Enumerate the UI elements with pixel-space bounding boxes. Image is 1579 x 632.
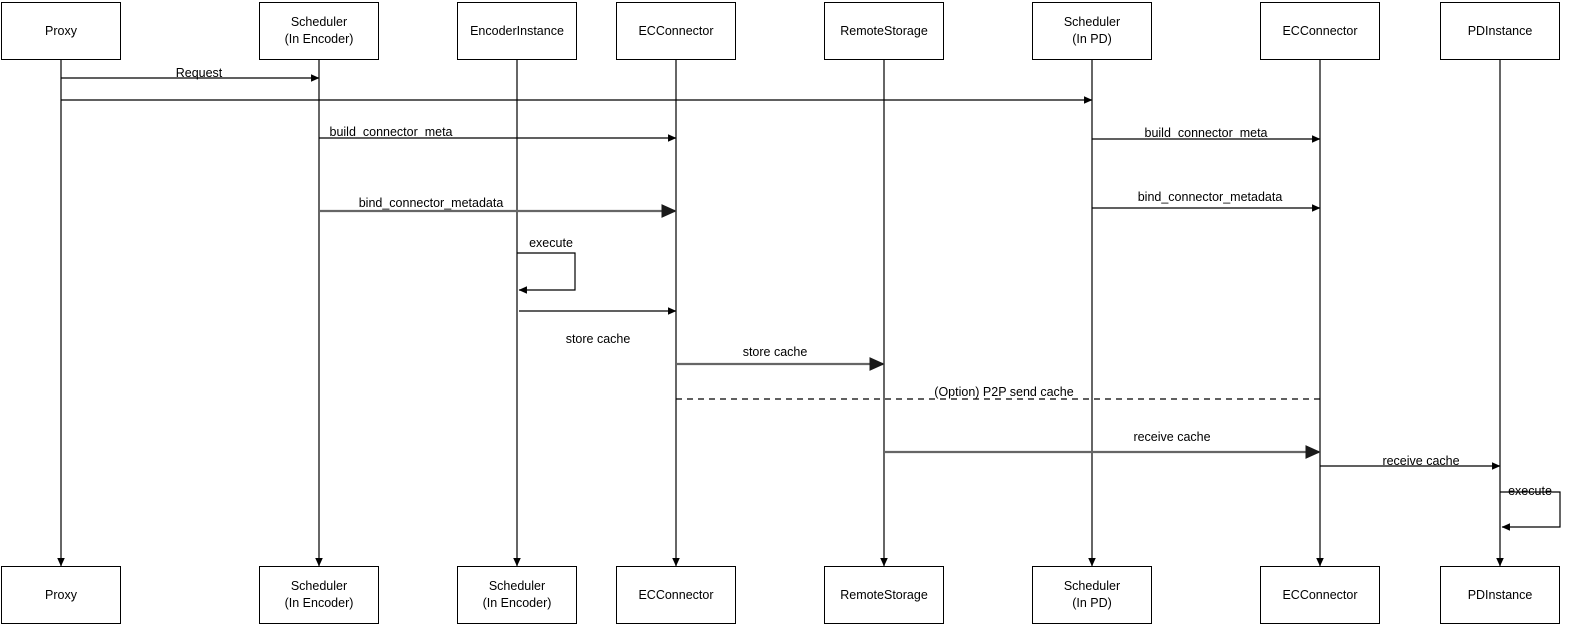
participant-label-line1: RemoteStorage (840, 23, 928, 38)
message-label-m11: receive cache (1382, 454, 1460, 468)
message-label-m5: bind_connector_metadata (358, 196, 504, 210)
participant-label-line1: Scheduler (290, 15, 348, 30)
participant-box-pd_inst-bottom: PDInstance (1440, 566, 1560, 624)
message-label-m6: bind_connector_metadata (1137, 190, 1283, 204)
participant-label-line1: ECConnector (638, 23, 714, 38)
participant-label-line1: ECConnector (1282, 587, 1358, 602)
participant-label-line2: (In Encoder) (284, 596, 354, 610)
self-message-label-s2: execute (1508, 484, 1552, 498)
participant-box-sched_pd-top: Scheduler (In PD) (1032, 2, 1152, 60)
participant-label-line2: (In PD) (1072, 596, 1112, 610)
participant-box-sched_enc-bottom: Scheduler (In Encoder) (259, 566, 379, 624)
participant-label-line1: PDInstance (1467, 23, 1533, 38)
participant-box-ecc_right-top: ECConnector (1260, 2, 1380, 60)
message-label-m3: build_connector_meta (329, 125, 453, 139)
self-message-label-s1: execute (529, 236, 573, 250)
participant-box-ecc_left-top: ECConnector (616, 2, 736, 60)
participant-label-line1: PDInstance (1467, 587, 1533, 602)
self-messages-layer (517, 252, 1561, 531)
participant-box-sched_pd-bottom: Scheduler (In PD) (1032, 566, 1152, 624)
participant-label-line1: EncoderInstance (470, 23, 564, 38)
self-message-loop-s1 (517, 252, 576, 294)
participant-box-remote-bottom: RemoteStorage (824, 566, 944, 624)
participant-label-line1: ECConnector (1282, 23, 1358, 38)
participant-box-sched_enc-top: Scheduler (In Encoder) (259, 2, 379, 60)
participant-label-line1: Scheduler (488, 579, 546, 594)
message-label-m8: store cache (742, 345, 808, 359)
participant-box-encoder_inst-bottom: Scheduler (In Encoder) (457, 566, 577, 624)
messages-layer (61, 74, 1501, 470)
participant-box-ecc_left-bottom: ECConnector (616, 566, 736, 624)
participant-box-proxy-bottom: Proxy (1, 566, 121, 624)
participant-label-line1: Scheduler (1063, 15, 1121, 30)
participant-label-line1: RemoteStorage (840, 587, 928, 602)
participant-label-line1: Scheduler (1063, 579, 1121, 594)
participant-label-line2: (In Encoder) (284, 32, 354, 46)
message-label-m4: build_connector_meta (1144, 126, 1268, 140)
participant-box-encoder_inst-top: EncoderInstance (457, 2, 577, 60)
self-message-loop-s2 (1500, 491, 1561, 531)
participant-label-line1: Scheduler (290, 579, 348, 594)
participant-label-line2: (In PD) (1072, 32, 1112, 46)
participant-box-pd_inst-top: PDInstance (1440, 2, 1560, 60)
message-label-m1: Request (175, 66, 223, 80)
message-label-m7: store cache (565, 332, 631, 346)
participant-label-line1: ECConnector (638, 587, 714, 602)
participant-label-line2: (In Encoder) (482, 596, 552, 610)
lifelines-layer (57, 60, 1504, 567)
participant-box-proxy-top: Proxy (1, 2, 121, 60)
participant-label-line1: Proxy (45, 23, 77, 38)
participant-box-ecc_right-bottom: ECConnector (1260, 566, 1380, 624)
message-label-m9: (Option) P2P send cache (934, 385, 1074, 399)
participant-box-remote-top: RemoteStorage (824, 2, 944, 60)
participant-label-line1: Proxy (45, 587, 77, 602)
message-label-m10: receive cache (1133, 430, 1211, 444)
